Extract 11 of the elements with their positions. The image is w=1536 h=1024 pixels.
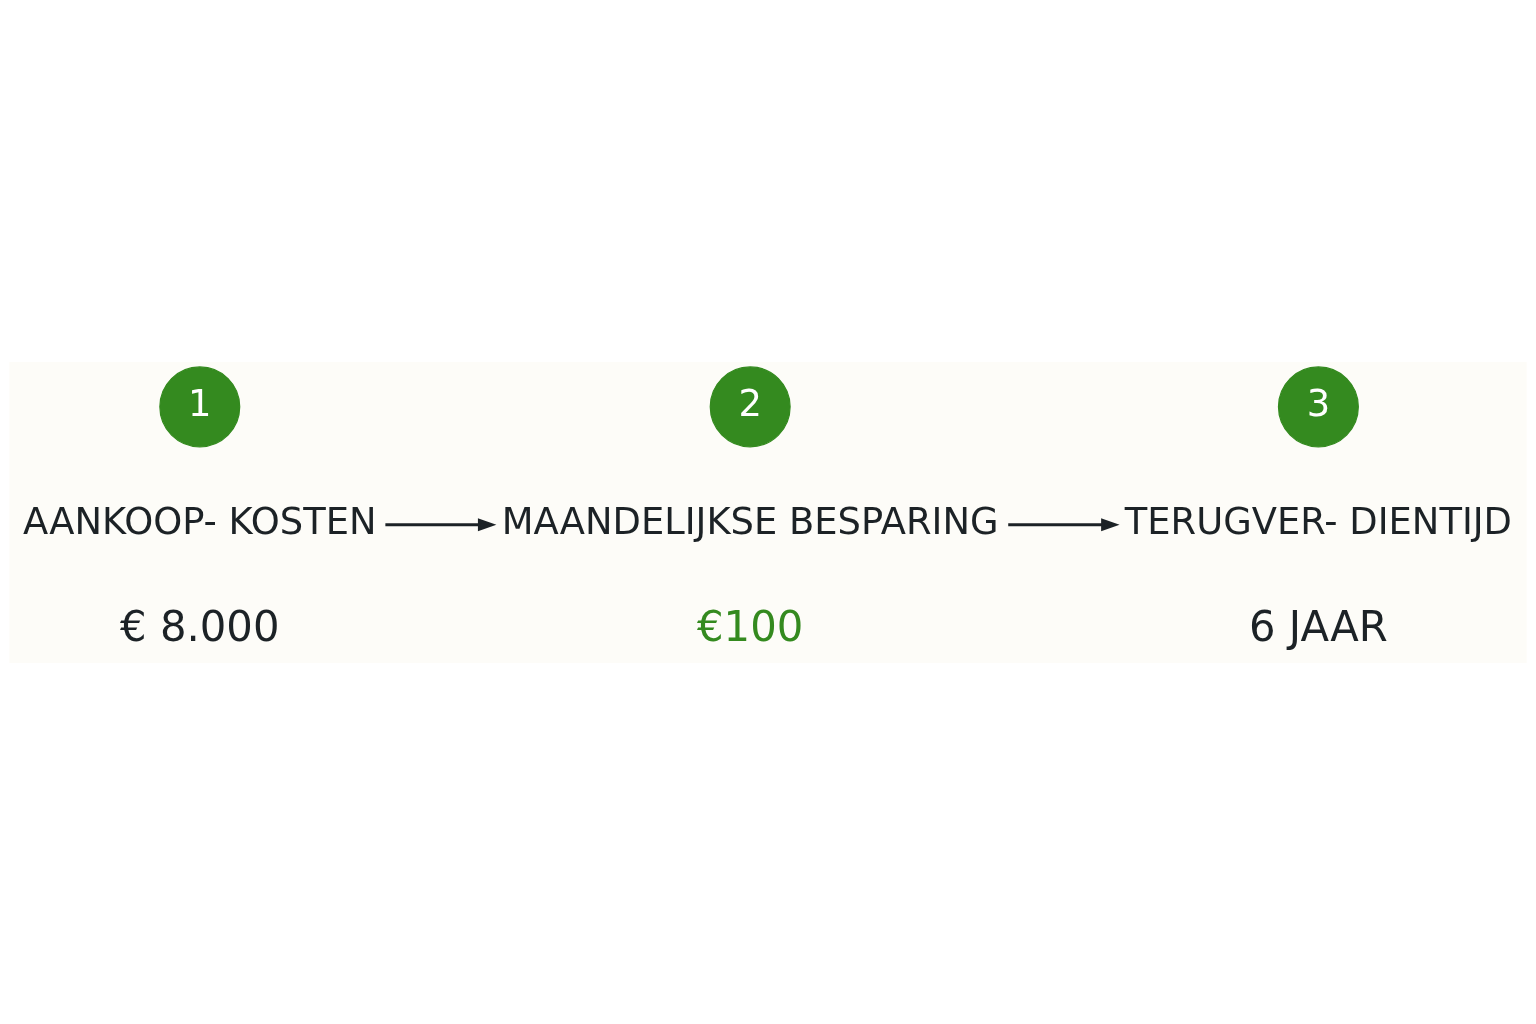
node-circle: 3 [1277,365,1359,447]
arrow [385,517,497,531]
node-text: AANKOOP- KOSTEN [23,499,377,543]
node-label: €100 [697,601,804,651]
node-text: MAANDELIJKSE BESPARING [501,499,999,543]
node-label: € 8.000 [120,601,280,651]
node-text: TERUGVER- DIENTIJD [1124,499,1512,543]
node-circle: 1 [159,365,241,447]
arrow [1008,517,1120,531]
node-circle: 2 [709,365,791,447]
node-label: 6 JAAR [1249,601,1388,651]
